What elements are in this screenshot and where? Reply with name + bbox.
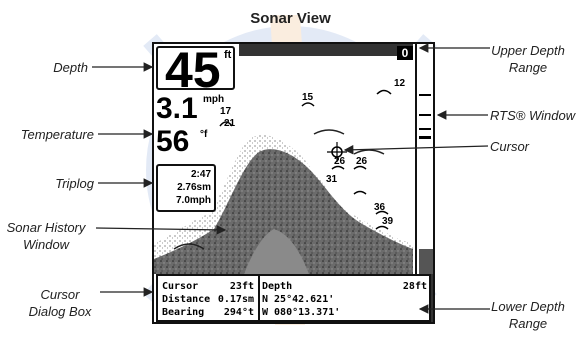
triplog-speed: 7.0mph — [175, 195, 211, 206]
cursor-latitude: N 25°42.621' — [262, 294, 335, 305]
cursor-depth-value: 28ft — [402, 281, 427, 292]
triplog-label: Triplog — [55, 176, 94, 191]
fish-depth-label: 17 — [220, 106, 232, 117]
cursor-depth-row: Depth 28ft — [262, 280, 427, 293]
upper-depth-range-label-line2: Range — [508, 60, 548, 75]
cursor-dialog-box: Cursor 23ft Distance 0.17sm Bearing 294°… — [156, 274, 431, 322]
temperature-unit: °f — [200, 129, 208, 140]
fish-arches — [219, 89, 392, 230]
lower-depth-range-label: Lower Depth Range — [478, 298, 578, 332]
fish-depth-label: 21 — [224, 118, 236, 129]
cursor-depth-label: Depth — [262, 281, 293, 292]
bottom-return-dark — [154, 149, 413, 274]
sonar-screen: 0 60 45 ft 3.1 mph 56 °f 2:47 2.76sm 7.0… — [152, 42, 435, 324]
bearing-row-value: 294°t — [223, 307, 254, 318]
cursor-label: Cursor — [490, 139, 530, 154]
temperature-value: 56 — [156, 125, 190, 158]
cursor-dialog-left: Cursor 23ft Distance 0.17sm Bearing 294°… — [162, 280, 254, 319]
triplog-box: 2:47 2.76sm 7.0mph — [156, 164, 216, 212]
cursor-dialog-label-line2: Dialog Box — [28, 304, 92, 319]
lower-depth-range-label-line1: Lower Depth — [491, 299, 565, 314]
cursor-dialog-divider — [258, 276, 260, 320]
cursor-row-label: Cursor — [162, 281, 199, 292]
depth-unit: ft — [224, 49, 232, 61]
sonar-history-label-line1: Sonar History — [6, 220, 86, 235]
upper-depth-range-label-line1: Upper Depth — [491, 43, 565, 58]
upper-depth-range-label: Upper Depth Range — [478, 42, 578, 76]
rts-window-label: RTS® Window — [490, 108, 576, 123]
cursor-row: Cursor 23ft — [162, 280, 254, 293]
depth-label: Depth — [53, 60, 88, 75]
fish-depth-label: 31 — [326, 174, 338, 185]
cursor-dialog-right: Depth 28ft N 25°42.621' W 080°13.371' — [262, 280, 427, 319]
bearing-row: Bearing 294°t — [162, 306, 254, 319]
cursor-crosshair[interactable] — [327, 142, 347, 162]
fish-depth-label: 15 — [302, 92, 314, 103]
fish-depth-label: 39 — [382, 216, 394, 227]
bearing-row-label: Bearing — [162, 307, 205, 318]
sonar-history-window — [154, 44, 413, 274]
fish-depth-label: 12 — [394, 78, 406, 89]
surface-clutter — [239, 44, 413, 56]
fish-depth-label: 26 — [356, 156, 368, 167]
triplog-time: 2:47 — [190, 169, 211, 180]
cursor-dialog-label: Cursor Dialog Box — [20, 286, 100, 320]
sonar-history-label-line2: Window — [22, 237, 70, 252]
fish-depth-label: 36 — [374, 202, 386, 213]
cursor-dialog-label-line1: Cursor — [40, 287, 80, 302]
fish-depth-label: 26 — [334, 156, 346, 167]
upper-depth-range: 0 — [397, 46, 413, 60]
distance-row: Distance 0.17sm — [162, 293, 254, 306]
speed-unit: mph — [203, 94, 225, 105]
lower-depth-range-label-line2: Range — [508, 316, 548, 331]
depth-readout: 45 ft — [156, 44, 235, 98]
structure — [244, 229, 309, 274]
sonar-history-label: Sonar History Window — [0, 219, 92, 253]
speed-value: 3.1 — [156, 92, 198, 125]
page-title: Sonar View — [250, 10, 331, 27]
distance-row-value: 0.17sm — [217, 294, 254, 305]
depth-value: 45 — [165, 42, 221, 98]
temperature-label: Temperature — [20, 127, 94, 142]
cursor-row-value: 23ft — [229, 281, 254, 292]
distance-row-label: Distance — [162, 294, 211, 305]
cursor-longitude: W 080°13.371' — [262, 307, 341, 318]
triplog-distance: 2.76sm — [177, 182, 211, 193]
